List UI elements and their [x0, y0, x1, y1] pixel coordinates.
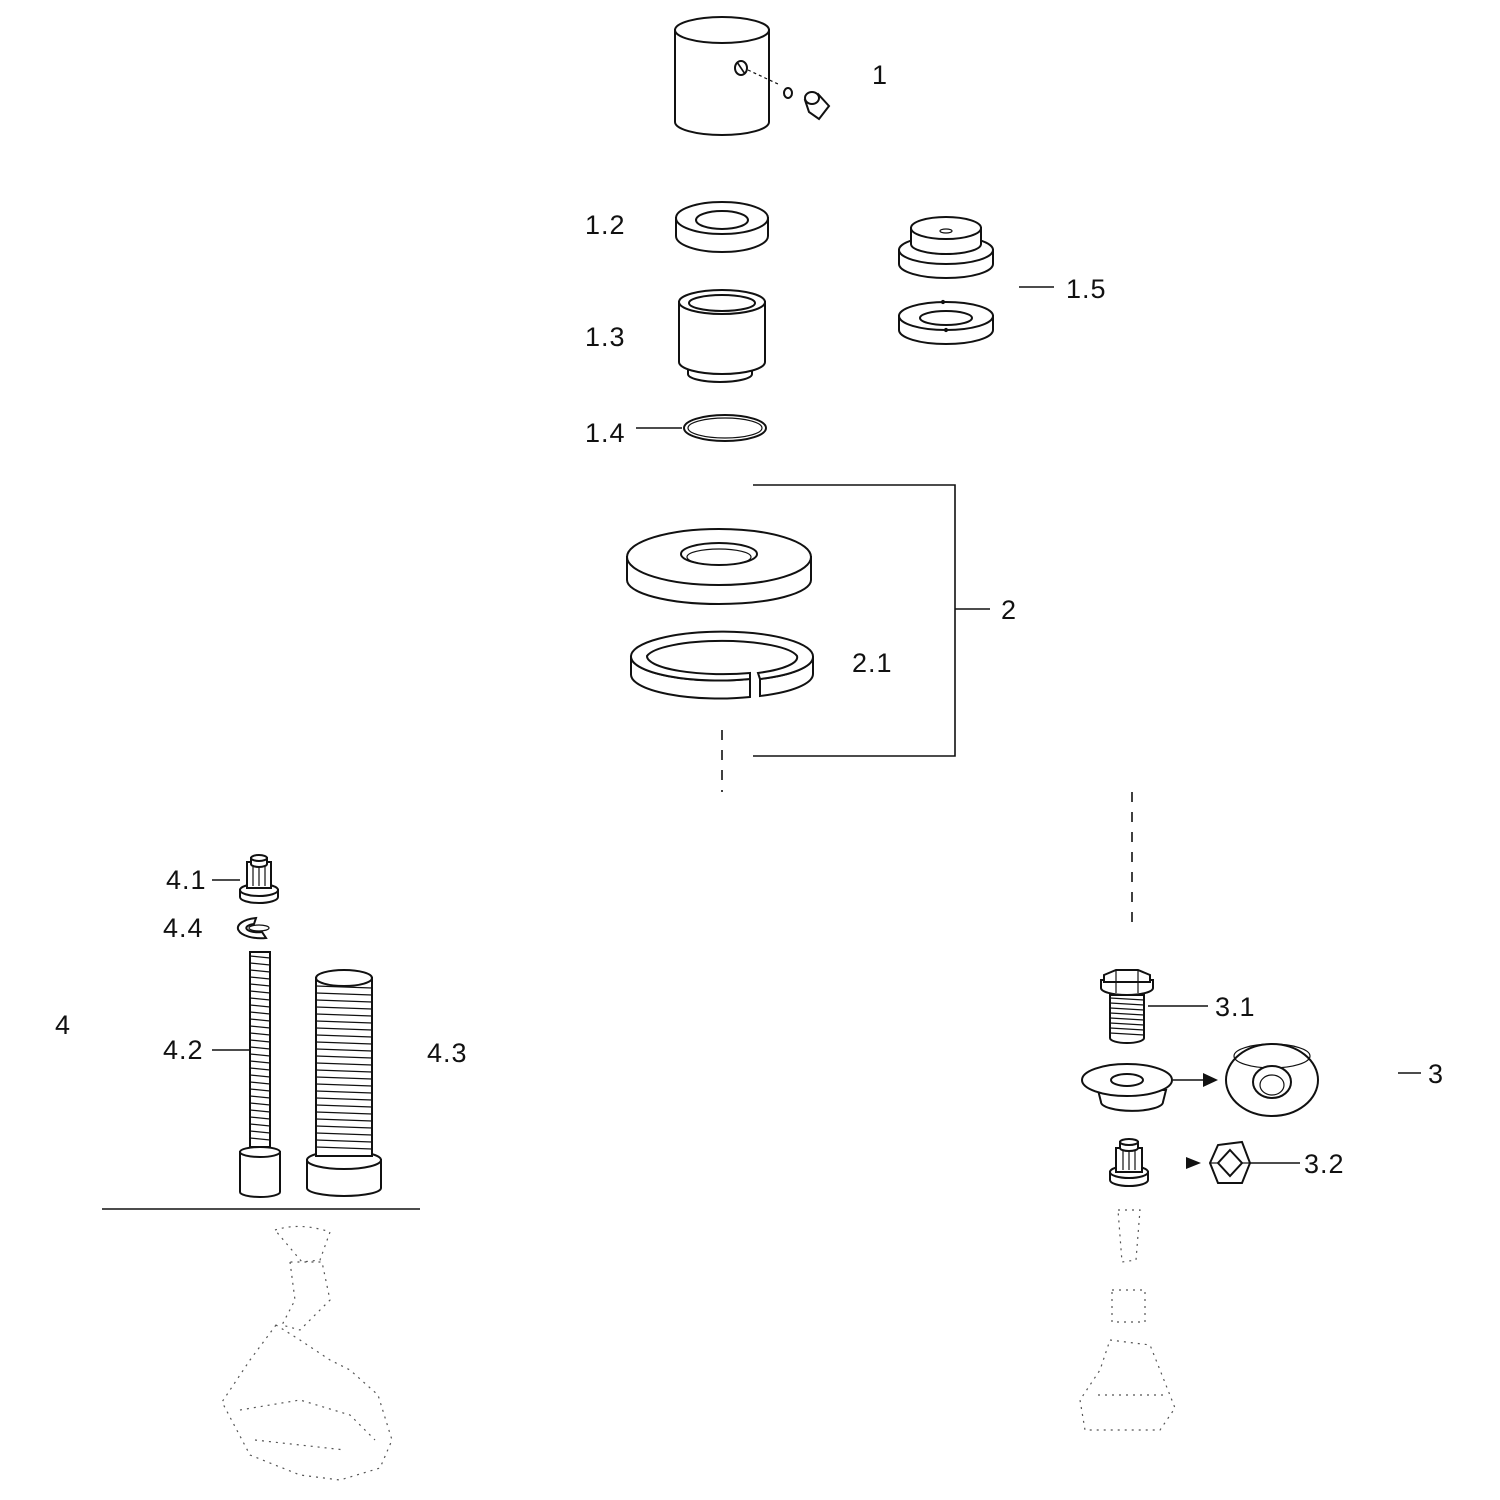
part-4-2-threaded-rod — [239, 951, 281, 1198]
rod-thread-line — [249, 1004, 271, 1008]
rod-thread-line — [249, 1123, 271, 1127]
part-4-1-stud — [239, 854, 279, 904]
bolt-thread-line — [315, 999, 373, 1003]
bolt-thread-line — [315, 1111, 373, 1115]
rod-thread-line — [249, 969, 271, 973]
part-2-1-split-ring — [629, 630, 815, 700]
part-3-2-domed-nut — [1208, 1140, 1252, 1184]
bolt-thread-line — [315, 1104, 373, 1108]
bolt-thread-line — [315, 1118, 373, 1122]
part-2-large-ring — [626, 528, 812, 605]
rod-thread-line — [249, 1130, 271, 1134]
label-2: 2 — [1001, 595, 1018, 625]
part-1-set-screw — [803, 91, 831, 121]
bolt-thread-line — [315, 1076, 373, 1080]
rod-thread-line — [249, 955, 271, 959]
rod-thread-line — [249, 1109, 271, 1113]
bolt-thread-line — [315, 1048, 373, 1052]
bolt-thread-line — [315, 1055, 373, 1059]
label-1-3: 1.3 — [585, 322, 626, 352]
rod-thread-line — [249, 1095, 271, 1099]
rod-thread-line — [249, 1116, 271, 1120]
rod-thread-line — [249, 1011, 271, 1015]
rod-thread-line — [249, 1053, 271, 1057]
rod-thread-line — [249, 1102, 271, 1106]
stud-thread-line — [1109, 997, 1145, 1001]
part-3-1-hex-stud — [1100, 969, 1154, 1044]
bolt-thread-line — [315, 1097, 373, 1101]
label-4-4: 4.4 — [163, 913, 204, 943]
rod-thread-line — [249, 997, 271, 1001]
label-3-2: 3.2 — [1304, 1149, 1345, 1179]
stud-thread-line — [1109, 1012, 1145, 1016]
label-4: 4 — [55, 1010, 72, 1040]
part-1-cylinder-body — [674, 16, 793, 136]
rod-thread-line — [249, 1046, 271, 1050]
rod-thread-line — [249, 983, 271, 987]
rod-thread-line — [249, 1137, 271, 1141]
label-4-2: 4.2 — [163, 1035, 204, 1065]
bolt-thread-line — [315, 985, 373, 989]
stud-thread-line — [1109, 1002, 1145, 1006]
bolt-thread-line — [315, 1090, 373, 1094]
bolt-thread-line — [315, 1132, 373, 1136]
label-1: 1 — [872, 60, 889, 90]
bolt-thread-line — [315, 1020, 373, 1024]
rod-thread-line — [249, 1081, 271, 1085]
rod-thread-line — [249, 1025, 271, 1029]
rod-thread-line — [249, 1032, 271, 1036]
part-4-4-split-washer — [236, 916, 270, 940]
rod-thread-line — [249, 976, 271, 980]
stud-thread-line — [1109, 1032, 1145, 1036]
label-4-1: 4.1 — [166, 865, 207, 895]
part-1-2-ring — [675, 201, 769, 253]
arrow-3 — [1173, 1073, 1218, 1087]
rod-thread-line — [249, 1088, 271, 1092]
arrow-3-2 — [1186, 1157, 1201, 1169]
rod-thread-line — [249, 1039, 271, 1043]
bolt-thread-line — [315, 1083, 373, 1087]
bolt-thread-line — [315, 1013, 373, 1017]
label-4-3: 4.3 — [427, 1038, 468, 1068]
bolt-thread-line — [315, 1062, 373, 1066]
rod-thread-line — [249, 962, 271, 966]
rod-thread-line — [249, 990, 271, 994]
part-1-5-flat-ring — [898, 299, 994, 345]
bolt-thread-line — [315, 1006, 373, 1010]
part-3-flanged-washer — [1081, 1063, 1173, 1112]
bolt-thread-line — [315, 992, 373, 996]
faint-background-figure-4 — [221, 1225, 393, 1481]
bracket-group-2 — [753, 484, 990, 757]
bolt-thread-line — [315, 1146, 373, 1150]
part-3-round-cap — [1225, 1043, 1319, 1117]
bolt-thread-line — [315, 1034, 373, 1038]
part-1-4-o-ring — [683, 414, 767, 442]
bolt-thread-line — [315, 1069, 373, 1073]
label-2-1: 2.1 — [852, 648, 893, 678]
stud-thread-line — [1109, 1022, 1145, 1026]
label-3: 3 — [1428, 1059, 1445, 1089]
rod-thread-line — [249, 1074, 271, 1078]
label-1-4: 1.4 — [585, 418, 626, 448]
faint-background-figure-3 — [1079, 1209, 1176, 1431]
bolt-thread-line — [315, 1027, 373, 1031]
bolt-thread-line — [315, 1125, 373, 1129]
part-3-2-small-stud — [1109, 1138, 1149, 1187]
label-1-5: 1.5 — [1066, 274, 1107, 304]
part-1-5-stepped-bushing — [898, 216, 994, 279]
stud-thread-line — [1109, 1027, 1145, 1031]
rod-thread-line — [249, 1018, 271, 1022]
label-3-1: 3.1 — [1215, 992, 1256, 1022]
rod-thread-line — [249, 1067, 271, 1071]
bolt-thread-line — [315, 1139, 373, 1143]
label-1-2: 1.2 — [585, 210, 626, 240]
part-1-3-bushing — [678, 289, 766, 383]
part-4-3-thick-bolt — [306, 969, 382, 1197]
stud-thread-line — [1109, 1017, 1145, 1021]
rod-thread-line — [249, 1060, 271, 1064]
stud-thread-line — [1109, 1007, 1145, 1011]
bolt-thread-line — [315, 1041, 373, 1045]
